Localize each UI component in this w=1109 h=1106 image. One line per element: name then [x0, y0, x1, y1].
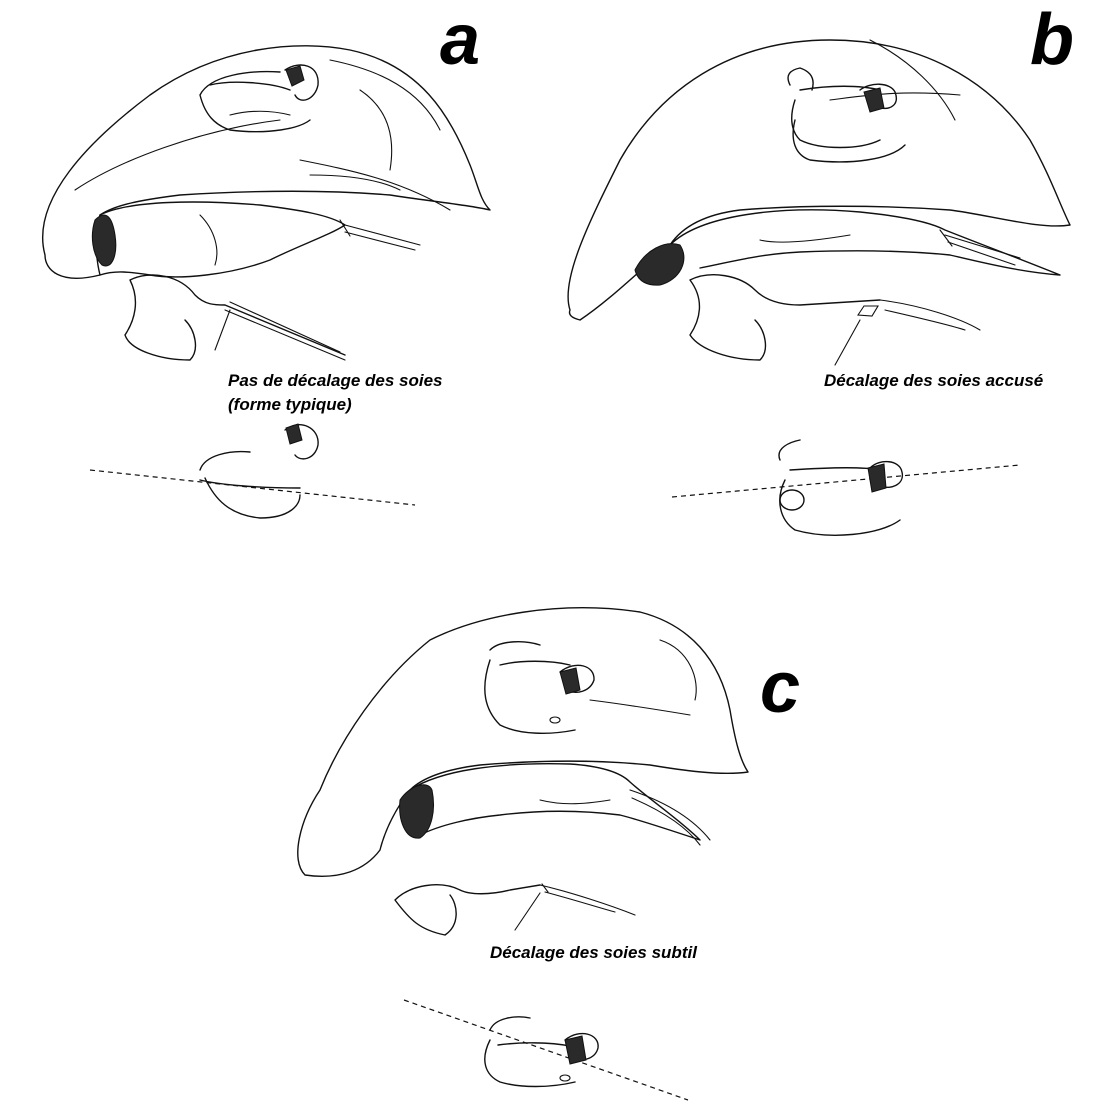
panel-c-mandible — [410, 764, 700, 840]
panel-a-hatched-condyle — [92, 215, 115, 266]
panel-c-axis-line — [404, 1000, 688, 1100]
panel-c: c Décalage des soies subtil — [298, 608, 800, 1100]
panel-c-eye-structure — [485, 642, 575, 734]
panel-b: b Décalage des soies accusé — [568, 0, 1074, 535]
panel-a-detail — [200, 452, 300, 518]
panel-b-label: b — [1030, 0, 1074, 80]
panel-c-head-outline — [298, 608, 748, 876]
panel-b-hatched-sclerite-top — [864, 88, 884, 112]
panel-c-labrum — [395, 885, 540, 935]
panel-c-caption: Décalage des soies subtil — [490, 943, 698, 962]
panel-b-labrum — [690, 275, 880, 360]
panel-c-hatched-condyle — [400, 785, 434, 838]
panel-a-hatched-sclerite-top — [286, 66, 304, 86]
panel-b-caption: Décalage des soies accusé — [824, 371, 1043, 390]
panel-b-axis-line — [672, 465, 1020, 497]
panel-c-hatched-sclerite-top — [560, 668, 580, 694]
panel-a-caption-line1: Pas de décalage des soies — [228, 371, 443, 390]
panel-a: a Pas de décalage des soies (forme typiq… — [43, 0, 490, 518]
panel-b-hatched-condyle — [635, 244, 684, 285]
panel-a-mandible — [100, 202, 345, 277]
panel-a-caption-line2: (forme typique) — [228, 395, 352, 414]
panel-a-axis-line — [90, 470, 415, 505]
panel-b-hatched-detail — [868, 464, 886, 492]
panel-b-eye-structure — [788, 68, 880, 148]
panel-c-hatched-detail — [565, 1036, 586, 1064]
panel-a-labrum — [125, 275, 345, 360]
panel-c-label: c — [760, 648, 800, 728]
panel-a-label: a — [440, 0, 480, 80]
